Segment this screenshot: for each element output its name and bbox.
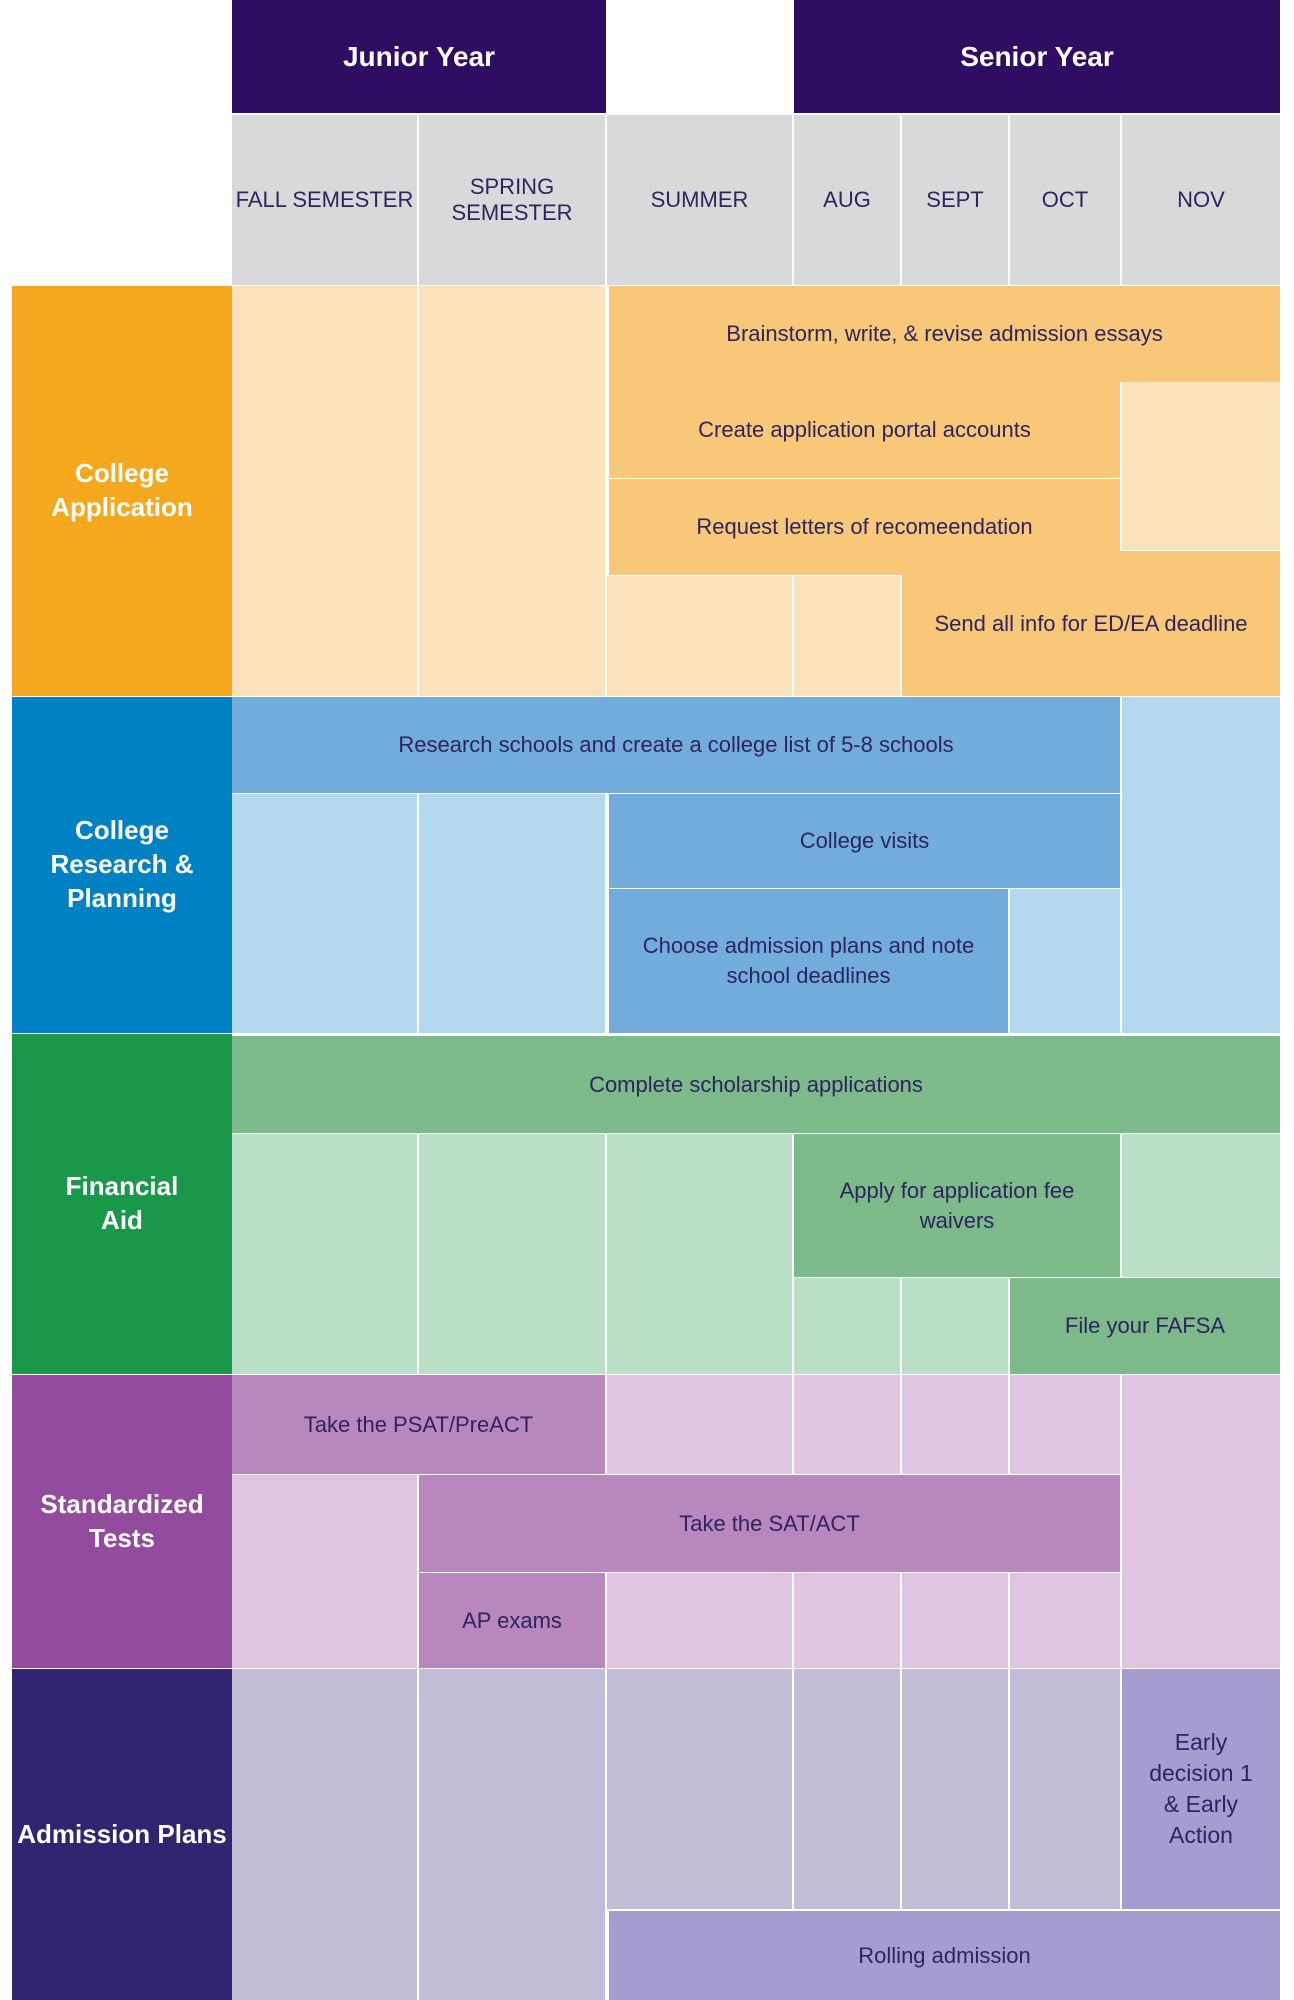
grid-cell: [607, 1669, 792, 1909]
task-bar-admission-plans-deadlines: Choose admission plans and note school d…: [609, 889, 1008, 1033]
grid-cell: [607, 1375, 792, 1474]
task-bar-sat-act: Take the SAT/ACT: [419, 1475, 1120, 1572]
task-bar-college-visits: College visits: [609, 794, 1120, 888]
junior-year-header: Junior Year: [232, 0, 606, 113]
task-bar-letters-of-recommendation: Request letters of recomeendation: [609, 479, 1120, 575]
grid-cell: [419, 794, 605, 1033]
task-bar-psat-preact: Take the PSAT/PreACT: [232, 1375, 605, 1474]
grid-cell: [1122, 1134, 1280, 1277]
task-bar-rolling-admission: Rolling admission: [609, 1911, 1280, 2000]
grid-cell: [794, 1669, 900, 1909]
grid-cell: [1010, 1375, 1120, 1474]
task-bar-scholarship-applications: Complete scholarship applications: [232, 1036, 1280, 1133]
row-label-college-application: College Application: [12, 286, 232, 696]
grid-cell: [1122, 382, 1280, 550]
grid-cell: [902, 1375, 1008, 1474]
col-header-aug: AUG: [794, 115, 900, 285]
grid-cell: [607, 1573, 792, 1668]
col-header-sept: SEPT: [902, 115, 1008, 285]
task-bar-ed-ea-deadline: Send all info for ED/EA deadline: [902, 551, 1280, 696]
grid-cell: [1010, 1573, 1120, 1668]
grid-cell: [794, 576, 900, 696]
grid-cell: [419, 1134, 605, 1374]
grid-cell: [794, 1375, 900, 1474]
row-label-college-research: College Research & Planning: [12, 697, 232, 1033]
col-header-summer: SUMMER: [607, 115, 792, 285]
grid-cell: [1010, 1669, 1120, 1909]
grid-cell: [419, 1669, 605, 2000]
grid-cell: [1010, 889, 1120, 1033]
task-bar-admission-essays: Brainstorm, write, & revise admission es…: [609, 286, 1280, 382]
grid-cell: [232, 1669, 417, 2000]
grid-cell: [794, 1573, 900, 1668]
grid-cell: [1122, 697, 1280, 1033]
grid-cell: [419, 286, 605, 696]
grid-cell: [232, 1134, 417, 1374]
grid-cell: [607, 576, 792, 696]
task-bar-application-portal: Create application portal accounts: [609, 382, 1120, 478]
task-bar-research-schools: Research schools and create a college li…: [232, 697, 1120, 793]
row-label-standardized-tests: Standardized Tests: [12, 1375, 232, 1668]
grid-cell: [794, 1278, 900, 1374]
task-bar-early-decision: Early decision 1 & Early Action: [1122, 1669, 1280, 1909]
grid-cell: [232, 286, 417, 696]
task-bar-fee-waivers: Apply for application fee waivers: [794, 1134, 1120, 1277]
grid-cell: [232, 1475, 417, 1668]
task-bar-ap-exams: AP exams: [419, 1573, 605, 1668]
row-label-financial-aid: Financial Aid: [12, 1034, 232, 1374]
task-bar-fafsa: File your FAFSA: [1010, 1278, 1280, 1374]
senior-year-header: Senior Year: [794, 0, 1280, 113]
col-header-fall-semester: FALL SEMESTER: [232, 115, 417, 285]
grid-cell: [902, 1278, 1008, 1374]
row-label-admission-plans: Admission Plans: [12, 1669, 232, 2000]
grid-cell: [1122, 1375, 1280, 1668]
grid-cell: [902, 1573, 1008, 1668]
grid-cell: [607, 1134, 792, 1374]
col-header-spring-semester: SPRING SEMESTER: [419, 115, 605, 285]
col-header-nov: NOV: [1122, 115, 1280, 285]
col-header-oct: OCT: [1010, 115, 1120, 285]
grid-cell: [902, 1669, 1008, 1909]
grid-cell: [232, 794, 417, 1033]
